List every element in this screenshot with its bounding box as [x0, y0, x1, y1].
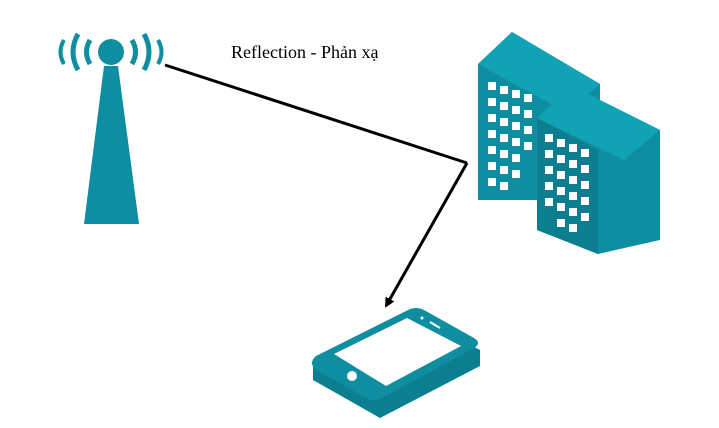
- incident-ray: [164, 63, 468, 165]
- reflected-ray: [384, 162, 469, 308]
- office-building-icon: [478, 32, 660, 254]
- radio-tower-icon: [58, 32, 164, 224]
- mobile-phone-icon: [312, 308, 480, 418]
- caption-label: Reflection - Phản xạ: [231, 42, 379, 62]
- reflection-path: [164, 63, 469, 308]
